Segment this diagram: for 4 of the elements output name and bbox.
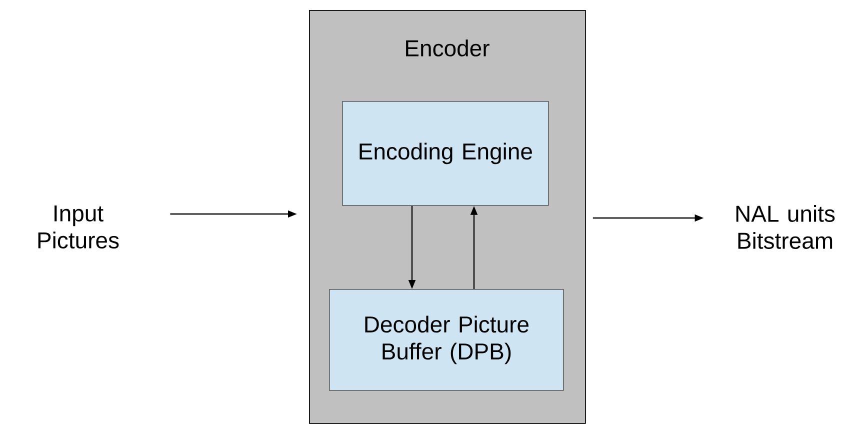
process-box: Encoding Engine bbox=[342, 101, 549, 206]
text-label: NAL units Bitstream bbox=[736, 205, 835, 249]
process-box: Decoder Picture Buffer (DPB) bbox=[329, 289, 564, 391]
text-label: Input Pictures bbox=[38, 205, 119, 249]
